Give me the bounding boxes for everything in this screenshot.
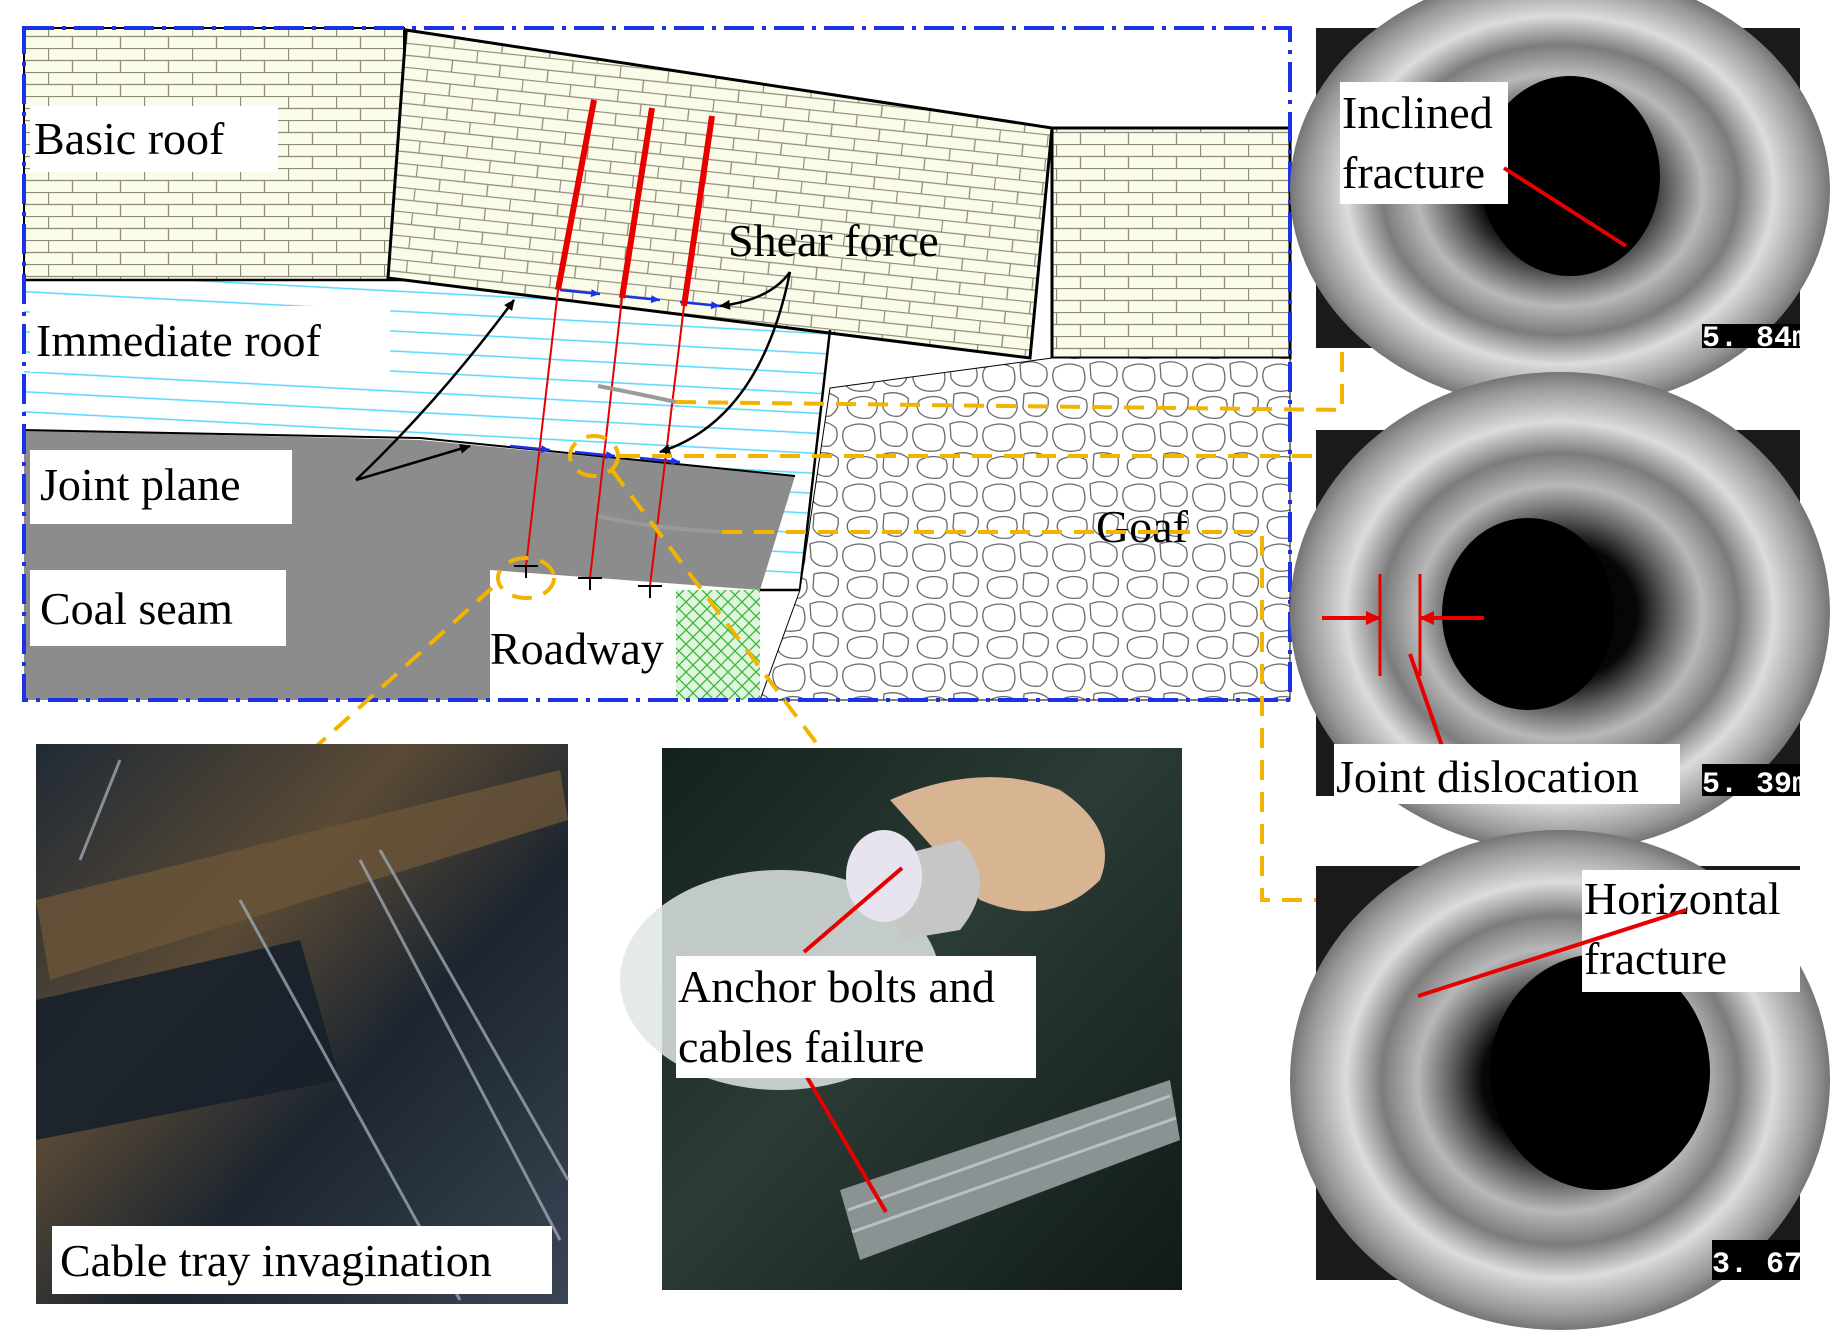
shear-force-label: Shear force [728, 215, 939, 266]
borehole-photo-inclined-fracture: Inclined fracture 5. 84m [1290, 0, 1830, 410]
bolt-heads [514, 565, 662, 598]
goaf-area [759, 357, 1291, 701]
roadway-support-block [676, 590, 760, 700]
depth-readout-middle: 5. 39m [1702, 768, 1810, 802]
anchor-failure-label-line2: cables failure [678, 1021, 924, 1072]
basic-roof-right-block [1050, 126, 1292, 360]
depth-readout-top: 5. 84m [1702, 322, 1810, 356]
coal-seam-label: Coal seam [40, 583, 233, 634]
cable-tray-photo: Cable tray invagination [36, 744, 570, 1304]
goaf-label: Goaf [1096, 501, 1189, 552]
joint-dislocation-label: Joint dislocation [1336, 751, 1639, 802]
basic-roof-label: Basic roof [34, 113, 225, 164]
connector-lines [266, 330, 1344, 902]
immediate-roof-label: Immediate roof [36, 315, 322, 366]
shear-arrows [509, 288, 721, 466]
borehole-photo-joint-dislocation: Joint dislocation 5. 39m [1290, 372, 1830, 852]
diagram-frame [22, 26, 1292, 702]
inclined-fracture-label-line1: Inclined [1342, 87, 1493, 138]
horizontal-fracture-label-line1: Horizontal [1584, 873, 1781, 924]
depth-readout-bottom: 3. 67m [1712, 1248, 1820, 1282]
crack-upper [597, 384, 677, 404]
borehole-photo-horizontal-fracture: Horizontal fracture 3. 67m [1290, 830, 1830, 1330]
inclined-fracture-label-line2: fracture [1342, 147, 1485, 198]
cross-section-diagram: Basic roof Immediate roof Joint plane Co… [22, 26, 1292, 702]
cable-tray-label: Cable tray invagination [60, 1235, 492, 1286]
basic-roof-tilted-block [386, 28, 1054, 360]
pointer-arrows [355, 271, 792, 482]
roadway-label: Roadway [490, 623, 664, 674]
anchor-failure-photo: Anchor bolts and cables failure [620, 748, 1182, 1290]
joint-plane-label: Joint plane [40, 459, 241, 510]
anchor-failure-label-line1: Anchor bolts and [678, 961, 995, 1012]
horizontal-fracture-label-line2: fracture [1584, 933, 1727, 984]
